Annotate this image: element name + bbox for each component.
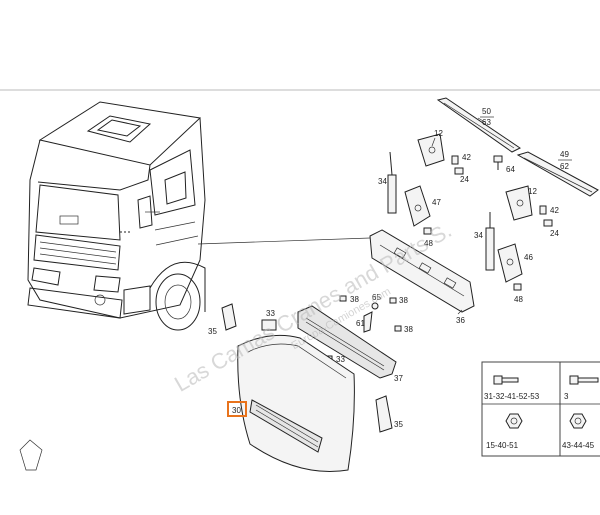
bolt-icon (493, 375, 519, 385)
svg-text:46: 46 (524, 253, 533, 262)
upper-trim-strips (436, 97, 599, 197)
bracket-35-right: 35 (375, 395, 403, 433)
svg-text:34: 34 (474, 231, 483, 240)
svg-text:38: 38 (399, 296, 408, 305)
screws-38: 38 38 38 (339, 295, 413, 334)
svg-text:42: 42 (462, 153, 471, 162)
svg-text:35: 35 (208, 327, 217, 336)
svg-text:37: 37 (394, 374, 403, 383)
legend-label: 15-40-51 (486, 441, 519, 450)
truck-cab-drawing (19, 101, 206, 471)
svg-text:65: 65 (372, 293, 381, 302)
svg-text:47: 47 (432, 198, 441, 207)
bracket-frame-36: 36 (369, 229, 475, 325)
legend-label: 43-44-45 (562, 441, 595, 450)
svg-text:12: 12 (528, 187, 537, 196)
svg-text:36: 36 (456, 316, 465, 325)
callout-leader-cab (197, 237, 371, 245)
svg-text:48: 48 (514, 295, 523, 304)
highlight-box (227, 401, 247, 417)
nut-icon (505, 413, 523, 429)
svg-text:33: 33 (336, 355, 345, 364)
hinge-bracket-left: 12 42 24 64 (417, 129, 515, 184)
hinge-bracket-right: 12 42 24 (505, 185, 559, 238)
svg-text:24: 24 (550, 229, 559, 238)
svg-text:38: 38 (350, 295, 359, 304)
hinge-47: 47 48 (404, 185, 441, 248)
latch-61: 61 (356, 311, 373, 333)
legend-label: 31-32-41-52-53 (484, 392, 540, 401)
hinge-46: 46 48 (497, 243, 533, 304)
callout-49-62: 49 62 (558, 150, 572, 171)
front-panel-30 (237, 334, 355, 473)
svg-text:30: 30 (232, 406, 241, 415)
bolt-icon (569, 375, 599, 385)
svg-text:61: 61 (356, 319, 365, 328)
svg-text:38: 38 (404, 325, 413, 334)
svg-text:35: 35 (394, 420, 403, 429)
callout-label: 50 (482, 107, 491, 116)
callout-50-63: 50 63 (480, 107, 494, 127)
callout-label: 63 (482, 118, 491, 127)
svg-text:24: 24 (460, 175, 469, 184)
fastener-legend: 31-32-41-52-53 15-40-51 3 43-44-45 (481, 361, 600, 457)
svg-text:42: 42 (550, 206, 559, 215)
callout-label: 49 (560, 150, 569, 159)
gas-strut-right: 34 (474, 212, 495, 271)
callout-30-highlighted: 30 (227, 401, 247, 417)
clip-33-upper: 33 (261, 309, 277, 331)
gas-strut-left: 34 (378, 151, 397, 214)
svg-text:48: 48 (424, 239, 433, 248)
svg-text:64: 64 (506, 165, 515, 174)
callout-label: 62 (560, 162, 569, 171)
part-65: 65 (371, 293, 381, 310)
bracket-35-left: 35 (208, 303, 237, 336)
legend-label: 3 (564, 392, 569, 401)
lower-grille-37: 37 (297, 305, 403, 383)
svg-text:33: 33 (266, 309, 275, 318)
svg-text:12: 12 (434, 129, 443, 138)
svg-text:34: 34 (378, 177, 387, 186)
nut-icon (569, 413, 587, 429)
